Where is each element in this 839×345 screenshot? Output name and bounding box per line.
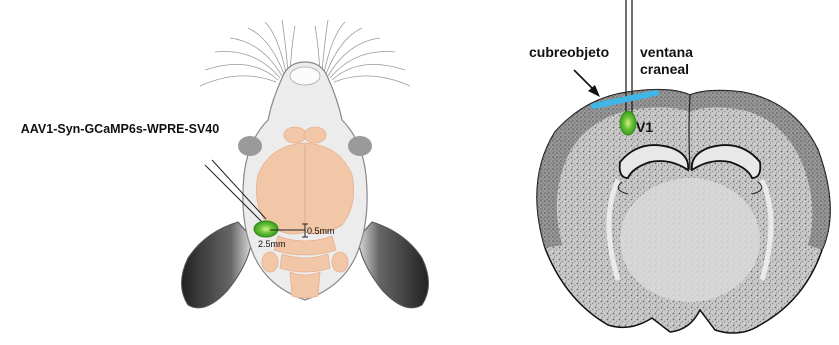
distance-x-label: 2.5mm: [258, 239, 286, 249]
nose: [290, 67, 320, 85]
left-ear: [182, 222, 253, 308]
cranial-window-label-line1: ventana: [640, 44, 693, 61]
coronal-brain-section: [537, 90, 830, 333]
right-eye: [348, 136, 372, 156]
v1-region-label: V1: [636, 119, 653, 135]
virus-construct-label: AAV1-Syn-GCaMP6s-WPRE-SV40: [6, 121, 234, 138]
v1-injection: [620, 111, 636, 135]
cranial-window-label: ventana craneal: [640, 44, 693, 78]
cranial-window-label-line2: craneal: [640, 61, 693, 78]
thalamus: [620, 178, 760, 302]
coverslip-label: cubreobjeto: [529, 44, 609, 60]
injection-site: [254, 221, 278, 237]
mouse-illustration: [182, 20, 429, 308]
right-ear: [358, 222, 429, 308]
left-eye: [238, 136, 262, 156]
distance-y-label: 0.5mm: [307, 226, 335, 236]
